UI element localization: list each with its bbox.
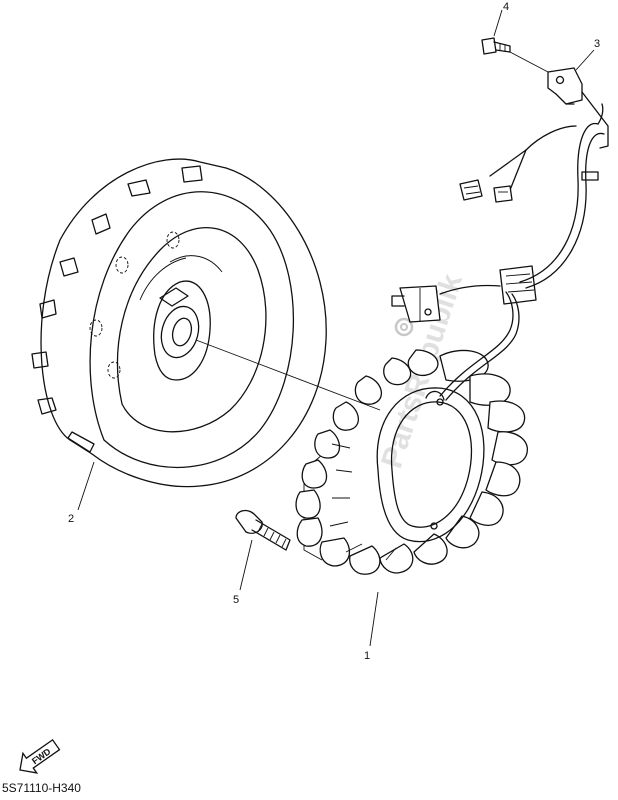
stator-bolt — [235, 509, 291, 551]
wire-harness — [391, 103, 605, 401]
forward-arrow-icon: FWD — [19, 738, 61, 774]
watermark-gear-icon — [394, 317, 414, 337]
callout-4: 4 — [503, 1, 509, 13]
callout-5: 5 — [233, 594, 239, 606]
callout-1: 1 — [364, 650, 370, 662]
callout-3: 3 — [594, 38, 600, 50]
callout-2: 2 — [68, 513, 74, 525]
wire-clamp-bracket — [547, 67, 609, 149]
assembly-axis-line — [195, 339, 381, 411]
screw-bolt-small — [481, 37, 549, 73]
flywheel-rotor — [31, 158, 327, 488]
diagram-code: 5S71110-H340 — [2, 781, 81, 795]
leader-lines — [77, 9, 595, 647]
stator-coil — [295, 349, 528, 575]
